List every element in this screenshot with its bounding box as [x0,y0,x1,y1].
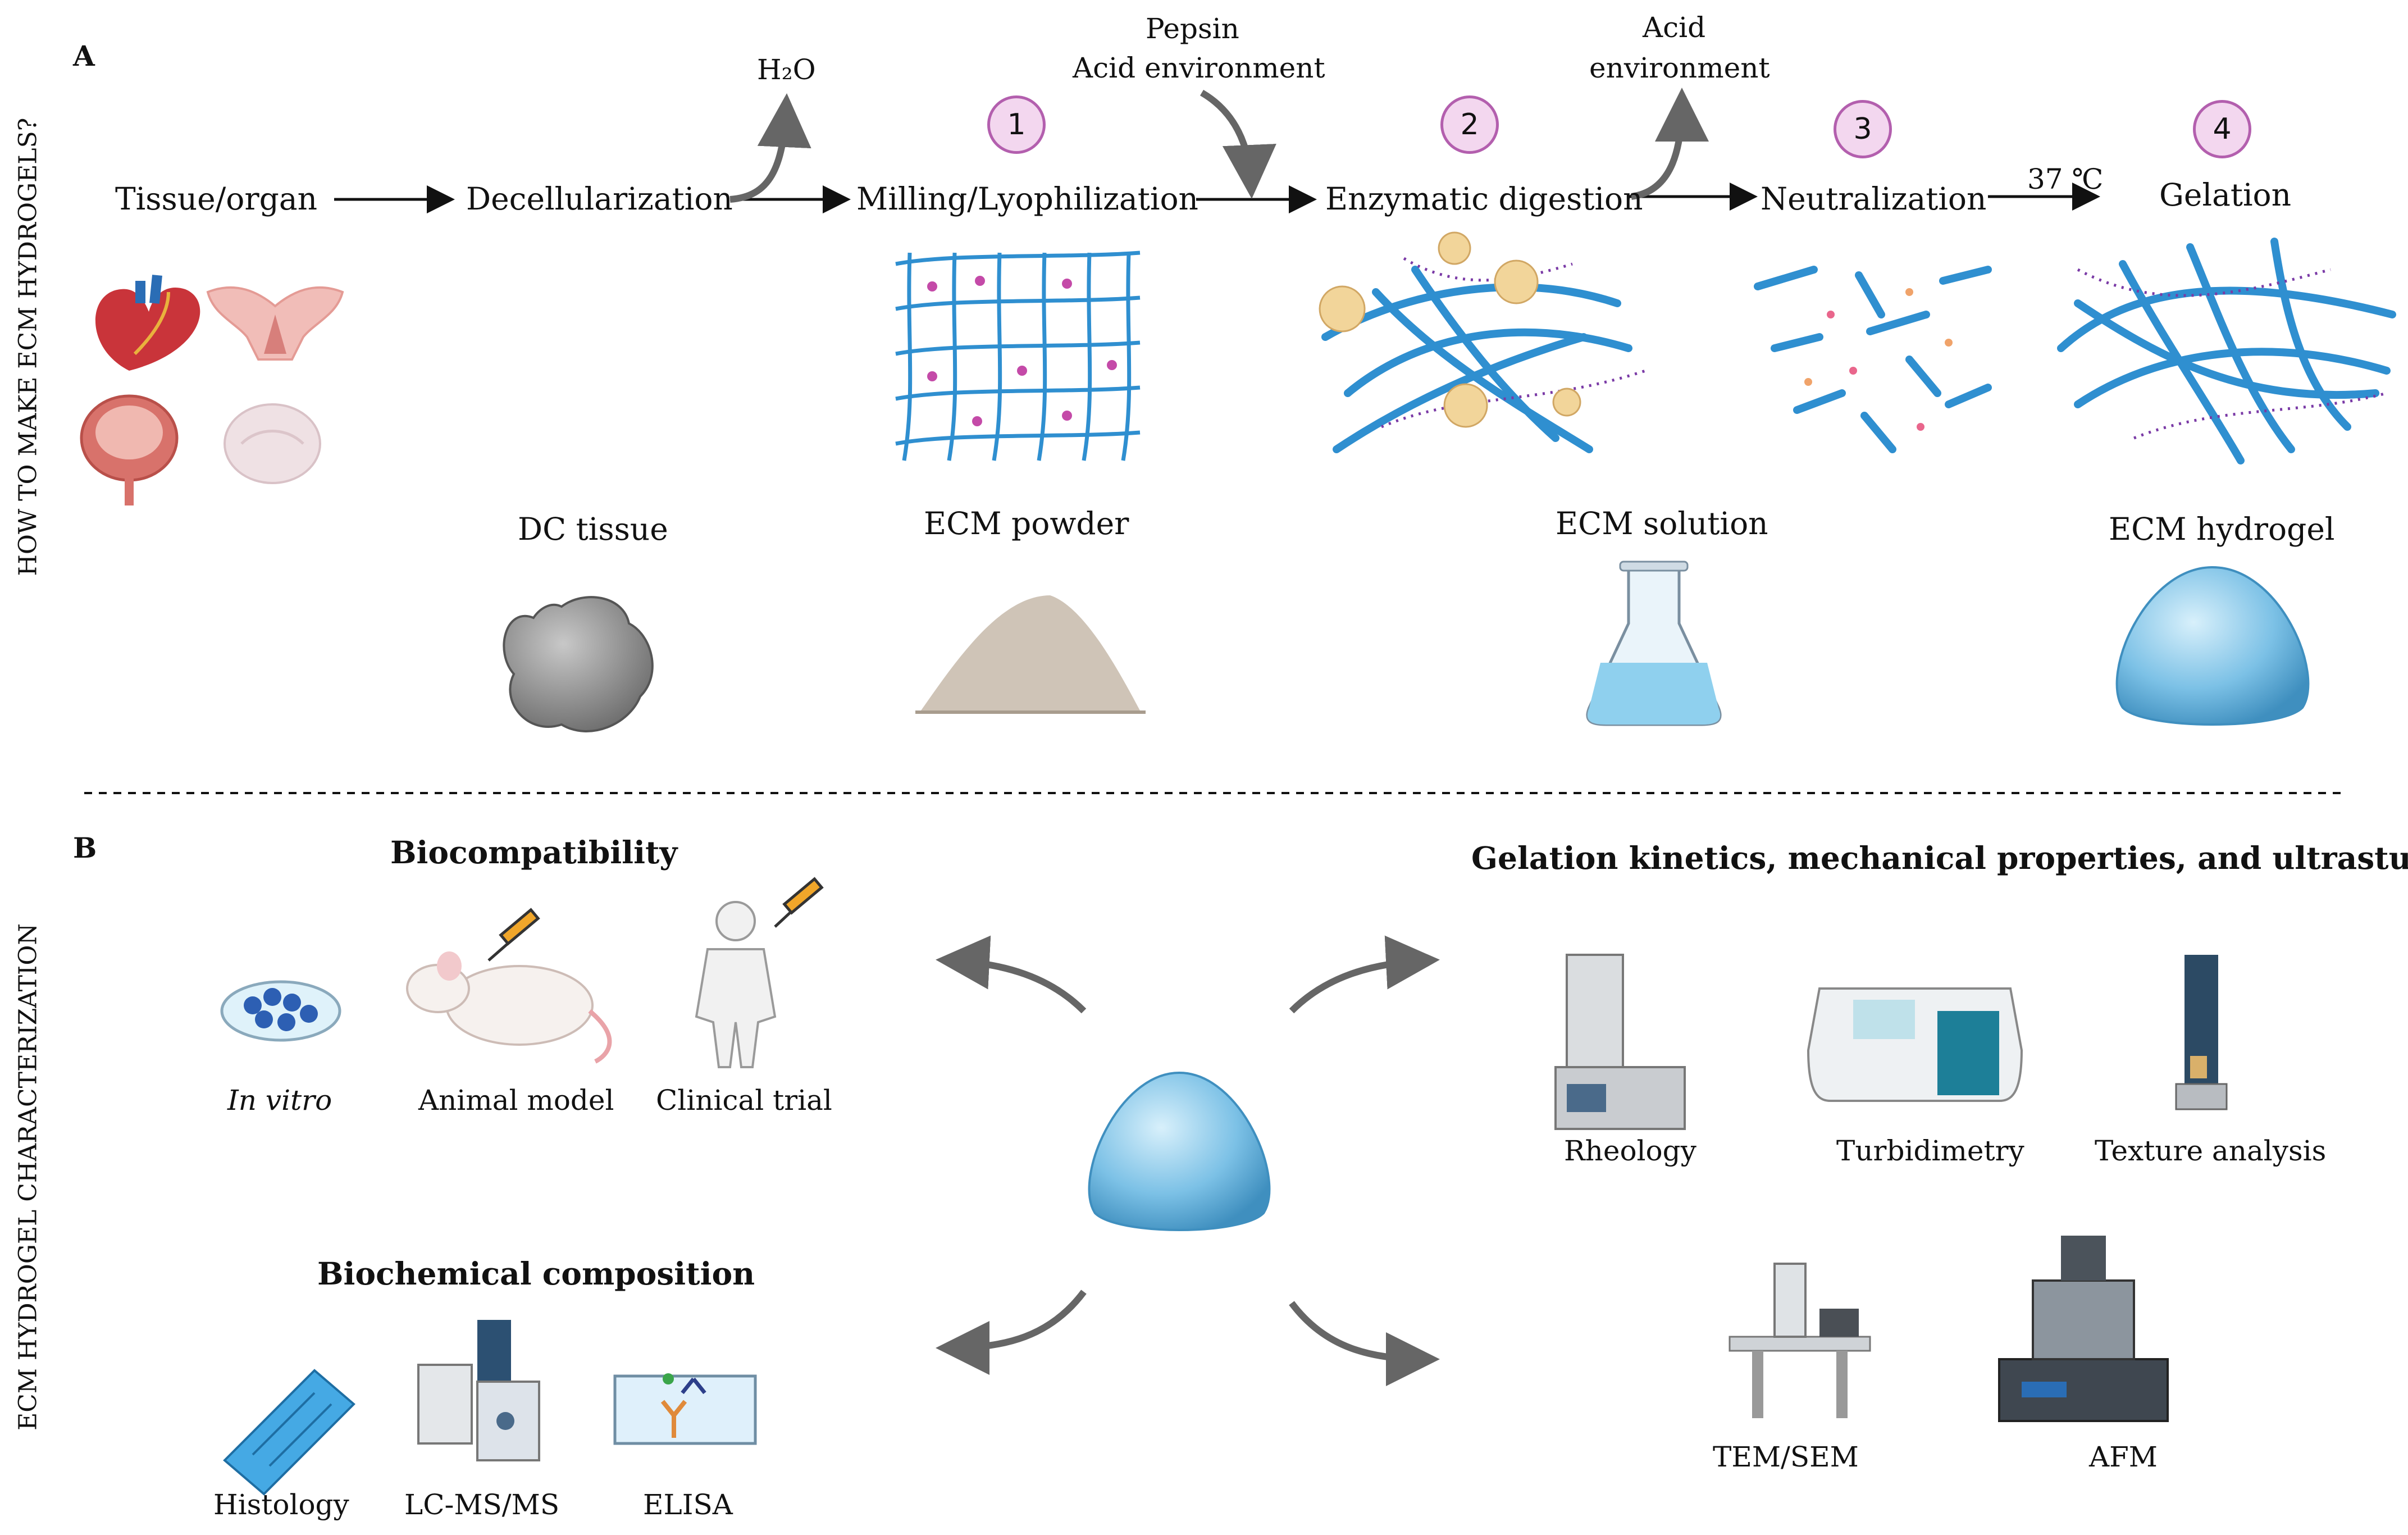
product-ecm-solution: ECM solution [1556,505,1768,541]
human-figure-icon [695,901,777,1068]
flask-icon [1586,561,1722,726]
arrow-to-biocompatibility [936,935,1087,1014]
step-tissue: Tissue/organ [115,181,318,217]
label-acid: Acid [1643,11,1706,44]
arrow-h2o-out [729,93,811,203]
panel-label-b: B [73,831,97,864]
arrow-to-biochemical [936,1290,1087,1375]
bladder-icon [80,394,179,505]
gelation-crosslinks-icon [2077,268,2387,440]
label-afm: AFM [2089,1441,2158,1473]
ecm-powder-icon [915,595,1146,714]
step-neutralization: Neutralization [1761,181,1987,217]
step-milling: Milling/Lyophilization [856,181,1198,217]
title-biocompatibility: Biocompatibility [390,834,678,871]
petri-dish-icon [220,980,341,1042]
texture-analyzer-icon [2175,955,2228,1110]
ecm-powder-mesh-icon [895,250,1141,461]
tem-microscope-icon [1729,1263,1871,1418]
step-badge-4: 4 [2193,100,2251,158]
step-gelation: Gelation [2159,177,2292,213]
central-hydrogel-icon [1088,1071,1271,1231]
label-temperature: 37 ℃ [2027,163,2104,195]
label-lc-ms: LC-MS/MS [404,1488,560,1521]
label-clinical-trial: Clinical trial [656,1084,832,1117]
side-label-top: HOW TO MAKE ECM HYDROGELS? [13,117,43,576]
label-pepsin-acid: Acid environment [1073,52,1325,84]
arrow-acid-out [1631,88,1709,200]
label-animal-model: Animal model [418,1084,614,1117]
step-badge-2: 2 [1440,95,1499,154]
label-turbidimetry: Turbidimetry [1836,1135,2024,1167]
label-pepsin: Pepsin [1146,12,1239,45]
lc-ms-instrument-icon [417,1320,540,1461]
title-gelation-kinetics: Gelation kinetics, mechanical properties… [1471,840,2408,876]
label-in-vitro: In vitro [227,1084,332,1117]
syringe-mouse-icon [487,908,540,962]
ecm-hydrogel-icon [2115,566,2310,726]
label-acid-environment: environment [1589,52,1770,84]
step-badge-3: 3 [1834,100,1892,158]
step-enzymatic-digestion: Enzymatic digestion [1325,181,1643,217]
syringe-human-icon [774,877,824,928]
neutralization-dots-icon [1804,288,1953,431]
rheometer-icon [1554,954,1686,1130]
spectrophotometer-icon [1807,987,2023,1102]
label-elisa: ELISA [643,1488,733,1521]
label-h2o: H₂O [757,53,816,86]
mouse-icon [406,951,612,1064]
label-texture-analysis: Texture analysis [2095,1135,2327,1167]
uterus-icon [206,286,344,361]
heart-icon [95,275,200,371]
side-label-bottom: ECM HYDROGEL CHARACTERIZATION [13,923,43,1431]
pepsin-enzyme-icon [1319,231,1581,428]
product-ecm-powder: ECM powder [924,505,1129,541]
afm-microscope-icon [1998,1236,2169,1422]
arrow-pepsin-in [1200,89,1276,199]
product-dc-tissue: DC tissue [518,511,668,547]
panel-label-a: A [73,39,95,72]
label-histology: Histology [213,1488,349,1521]
step-badge-1: 1 [987,95,1046,154]
label-tem-sem: TEM/SEM [1713,1441,1859,1473]
crosslinks-icon [927,276,1117,426]
digestion-crosslinks-icon [1381,257,1646,429]
neutralization-fragments-icon [1754,266,1992,453]
product-ecm-hydrogel: ECM hydrogel [2109,511,2335,547]
gelation-network-icon [2057,238,2396,464]
elisa-well-icon [613,1373,757,1445]
step-decellularization: Decellularization [466,181,733,217]
arrow-to-microscopy [1289,1301,1440,1386]
title-biochemical-composition: Biochemical composition [317,1255,755,1292]
tissue-icon [224,403,321,484]
arrow-to-gelation-kinetics [1289,935,1440,1014]
label-rheology: Rheology [1564,1135,1696,1167]
histology-cassette-icon [223,1369,355,1496]
dc-tissue-icon [503,596,654,732]
